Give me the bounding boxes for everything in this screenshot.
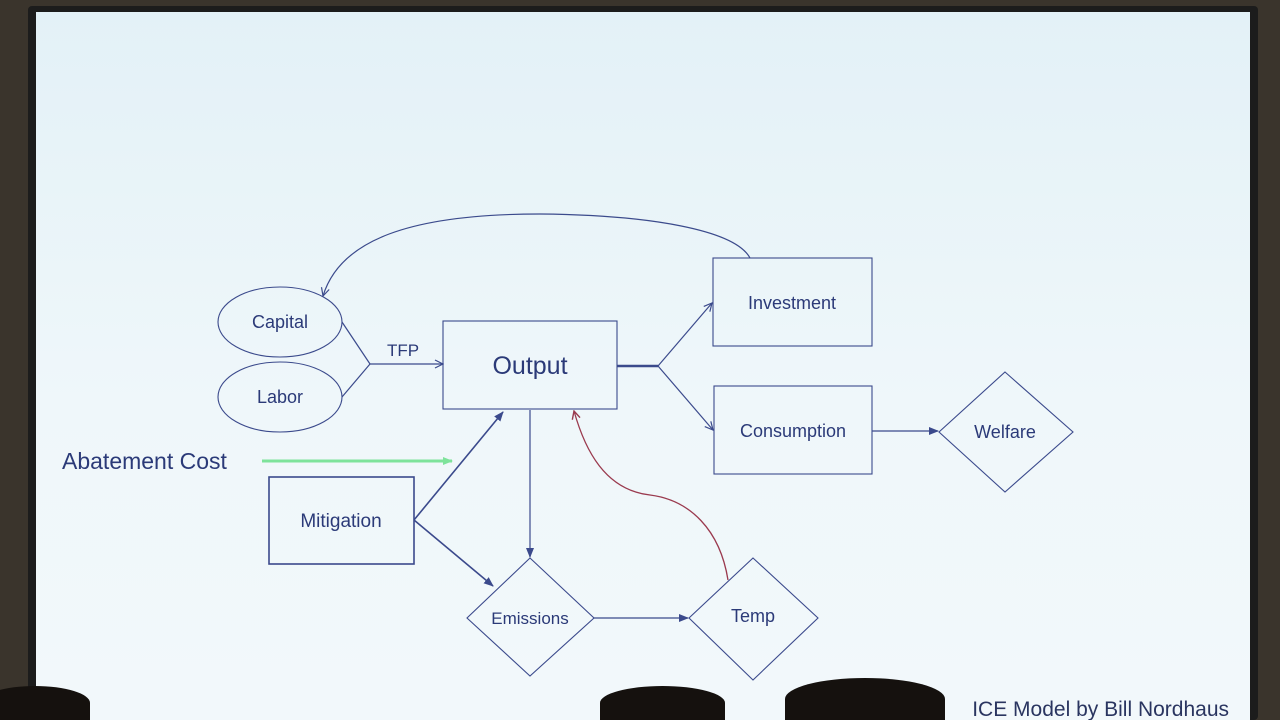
labor-label: Labor <box>257 387 303 407</box>
abatement-cost-label: Abatement Cost <box>62 448 228 474</box>
credit-label: ICE Model by Bill Nordhaus <box>972 698 1229 720</box>
output-label: Output <box>492 352 567 380</box>
welfare-node: Welfare <box>938 371 1074 493</box>
mitigation-node: Mitigation <box>268 476 415 565</box>
investment-label: Investment <box>748 293 836 313</box>
edge-output-to-consumption <box>657 365 713 430</box>
audience-head-left <box>0 686 90 720</box>
tfp-label: TFP <box>387 341 419 360</box>
edge-capital-to-join <box>341 321 371 365</box>
edge-mitigation-to-emissions <box>413 519 494 587</box>
audience-head-center <box>600 686 725 720</box>
capital-label: Capital <box>252 312 308 332</box>
consumption-node: Consumption <box>713 385 873 475</box>
audience-head-right <box>785 678 945 720</box>
consumption-label: Consumption <box>740 421 846 441</box>
temp-label: Temp <box>731 606 775 626</box>
capital-node: Capital <box>217 286 343 358</box>
welfare-label: Welfare <box>974 422 1036 442</box>
edge-investment-to-capital <box>323 213 751 296</box>
edge-mitigation-to-output <box>413 411 504 521</box>
labor-node: Labor <box>217 361 343 433</box>
emissions-node: Emissions <box>466 557 595 677</box>
edge-temp-to-output <box>574 411 729 581</box>
investment-node: Investment <box>712 257 873 347</box>
output-node: Output <box>442 320 618 410</box>
edge-labor-to-join <box>341 363 371 398</box>
edge-output-to-investment <box>657 303 712 367</box>
temp-node: Temp <box>688 557 819 681</box>
emissions-label: Emissions <box>491 609 568 628</box>
mitigation-label: Mitigation <box>300 511 381 532</box>
